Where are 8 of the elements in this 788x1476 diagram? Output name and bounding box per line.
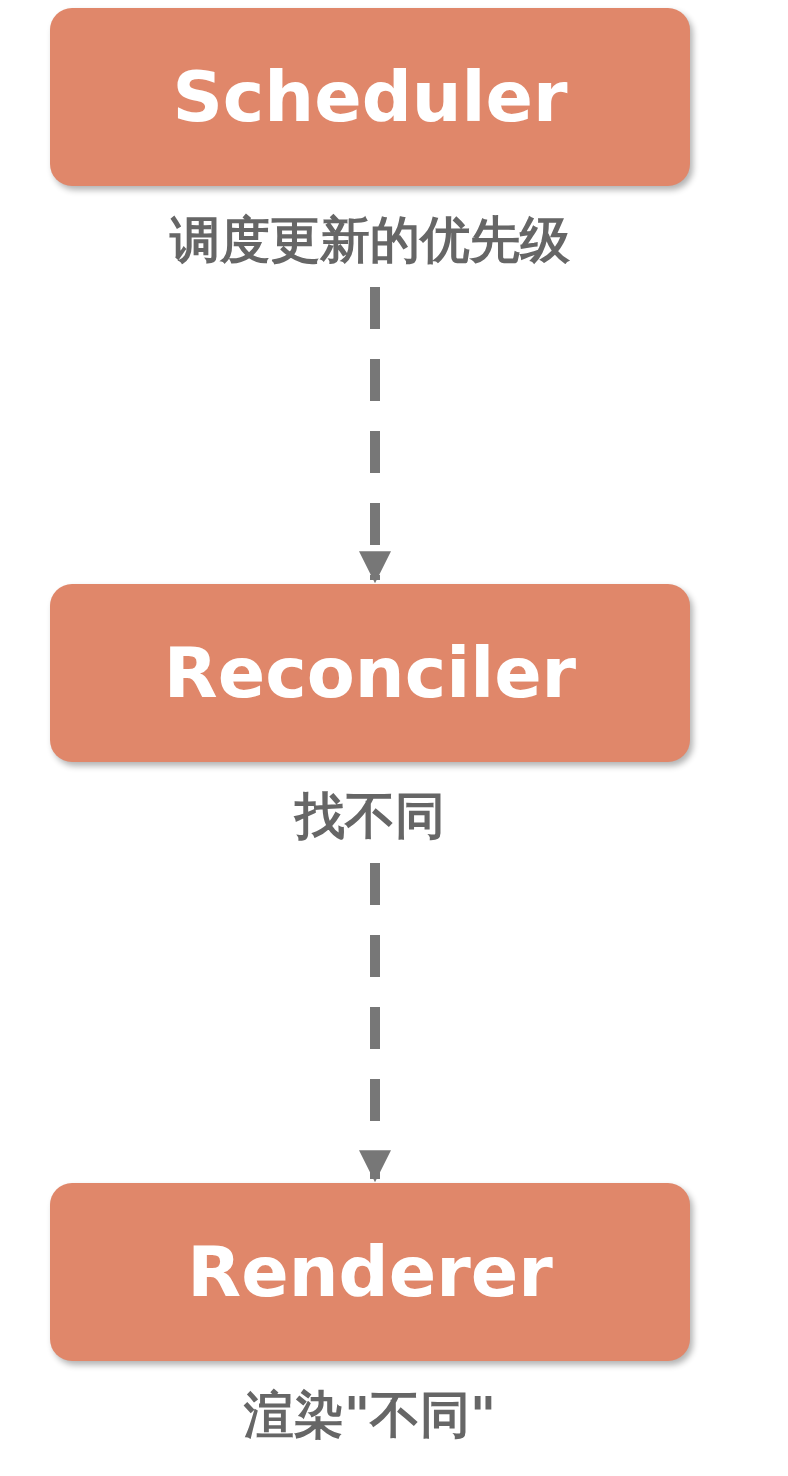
dashed-arrow (359, 287, 391, 584)
process-box: Renderer (50, 1183, 690, 1361)
caption-text: 找不同 (295, 786, 445, 847)
process-box: Reconciler (50, 584, 690, 762)
dashed-arrow (359, 863, 391, 1183)
caption-text: 渲染"不同" (243, 1385, 497, 1446)
caption-text: 调度更新的优先级 (170, 210, 570, 271)
process-box: Scheduler (50, 8, 690, 186)
